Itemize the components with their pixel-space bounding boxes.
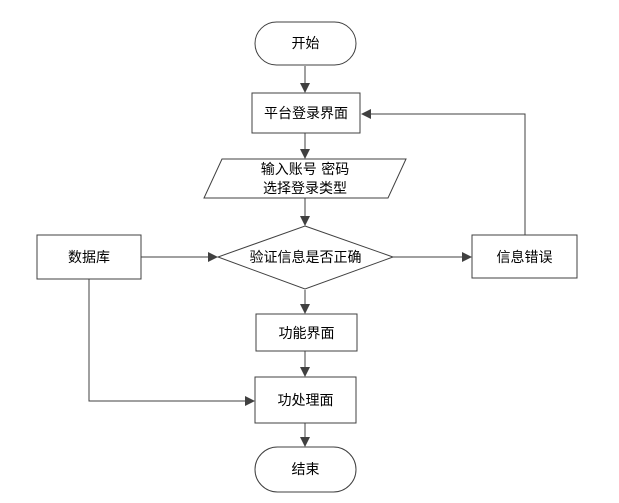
database-label: 数据库 — [68, 250, 110, 266]
edges — [88, 66, 526, 447]
node-verify: 验证信息是否正确 — [216, 225, 395, 290]
function-screen-label: 功能界面 — [279, 326, 335, 342]
error-box — [471, 234, 578, 279]
node-input: 输入账号 密码 选择登录类型 — [203, 158, 407, 199]
end-label: 结束 — [292, 462, 320, 478]
node-start: 开始 — [254, 21, 357, 66]
input-label-line2: 选择登录类型 — [263, 181, 347, 197]
start-label: 开始 — [292, 36, 320, 52]
node-function-screen: 功能界面 — [255, 313, 358, 352]
verify-diamond — [216, 225, 395, 290]
node-error: 信息错误 — [471, 234, 578, 279]
input-parallelogram — [203, 158, 407, 199]
database-box — [36, 234, 142, 280]
edge-error-to-login — [361, 109, 526, 235]
error-label: 信息错误 — [497, 249, 553, 266]
processing-label: 功处理面 — [278, 393, 334, 409]
login-screen-box — [251, 92, 361, 134]
verify-label: 验证信息是否正确 — [250, 249, 362, 266]
login-screen-label: 平台登录界面 — [264, 106, 348, 122]
node-database: 数据库 — [36, 234, 142, 280]
input-label-line1: 输入账号 密码 — [261, 161, 349, 178]
processing-box — [254, 376, 357, 424]
edge-database-to-processing — [88, 279, 255, 406]
end-terminator — [254, 446, 357, 493]
node-login-screen: 平台登录界面 — [251, 92, 361, 134]
function-screen-box — [255, 313, 358, 352]
start-terminator — [254, 21, 357, 66]
node-processing: 功处理面 — [254, 376, 357, 424]
node-end: 结束 — [254, 446, 357, 493]
